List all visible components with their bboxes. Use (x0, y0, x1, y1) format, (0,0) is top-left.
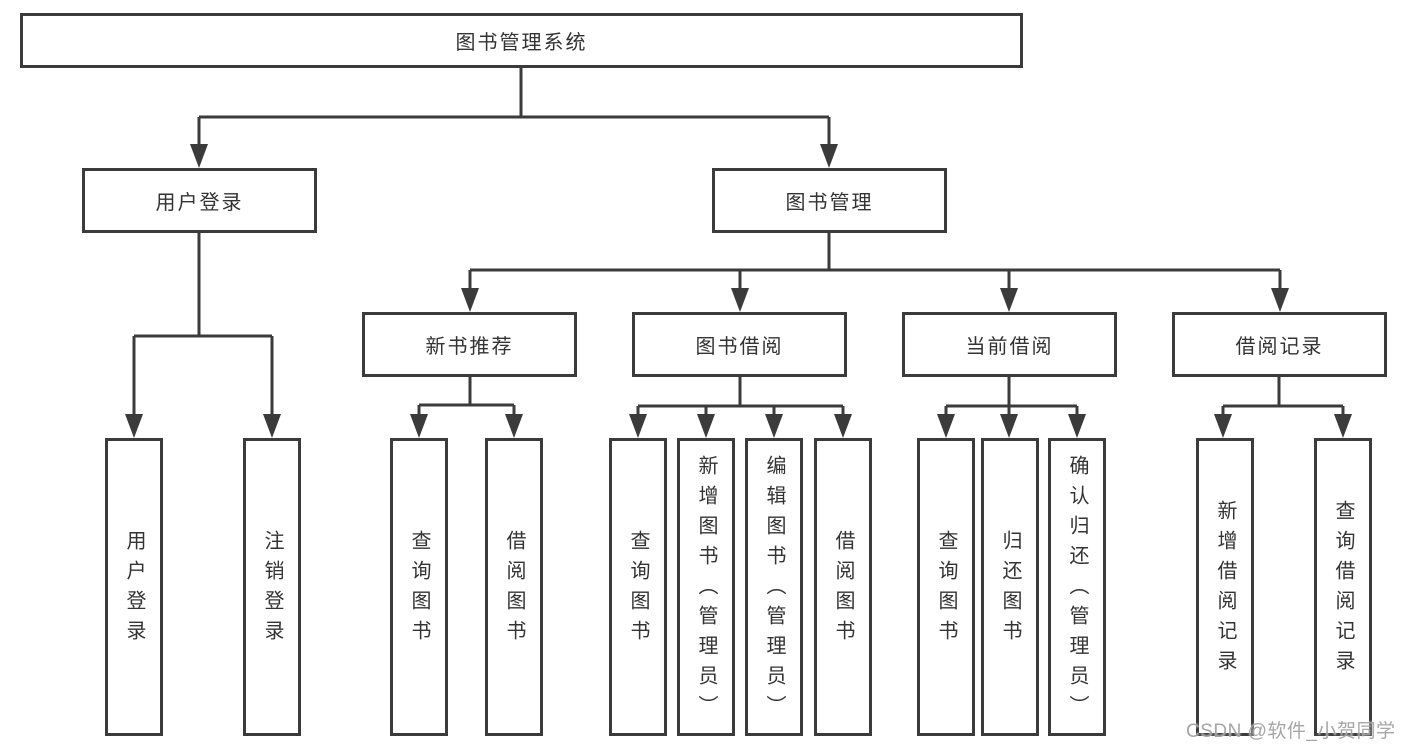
leaf-nb-borrow-book: 借阅图书 (485, 438, 543, 736)
arrowhead-bb-leaf-2 (697, 414, 715, 438)
leaf-br-add-record: 新增借阅记录 (1196, 438, 1254, 736)
leaf-cb-confirm-return-admin: 确认归还（管理员） (1048, 438, 1106, 736)
leaf-bb-edit-book-admin: 编辑图书（管理员） (745, 438, 803, 736)
arrowhead-br-leaf-2 (1334, 414, 1352, 438)
arrowhead-bb-leaf-3 (765, 414, 783, 438)
node-book-management: 图书管理 (712, 168, 947, 233)
leaf-user-login: 用户登录 (105, 438, 163, 736)
node-user-login: 用户登录 (82, 168, 317, 233)
arrowhead-bb-leaf-4 (834, 414, 852, 438)
arrowhead-to-book-borrow (731, 288, 749, 312)
leaf-bb-borrow-book: 借阅图书 (814, 438, 872, 736)
node-new-book-recommend: 新书推荐 (362, 312, 577, 377)
connector-borrow-record-split (1221, 377, 1345, 416)
connector-root-split (197, 68, 831, 146)
arrowhead-cb-leaf-2 (1000, 414, 1018, 438)
leaf-nb-query-book: 查询图书 (390, 438, 448, 736)
connector-current-borrow-split (944, 377, 1079, 416)
leaf-logout: 注销登录 (243, 438, 301, 736)
arrowhead-to-user-login (190, 144, 208, 168)
connector-new-book-split (417, 377, 516, 416)
connector-book-borrow-split (636, 377, 845, 416)
leaf-br-query-record: 查询借阅记录 (1314, 438, 1372, 736)
connector-user-login-split (132, 233, 274, 416)
arrowhead-to-leaf-user-login (125, 414, 143, 438)
leaf-cb-query-book: 查询图书 (917, 438, 975, 736)
node-root-system: 图书管理系统 (20, 13, 1023, 68)
arrowhead-cb-leaf-3 (1068, 414, 1086, 438)
arrowhead-nb-leaf-2 (505, 414, 523, 438)
node-book-borrow: 图书借阅 (632, 312, 847, 377)
node-borrow-record: 借阅记录 (1172, 312, 1387, 377)
arrowhead-to-leaf-logout (263, 414, 281, 438)
connector-book-management-split (468, 233, 1282, 290)
leaf-bb-add-book-admin: 新增图书（管理员） (677, 438, 735, 736)
leaf-cb-return-book: 归还图书 (981, 438, 1039, 736)
arrowhead-bb-leaf-1 (629, 414, 647, 438)
arrowhead-nb-leaf-1 (410, 414, 428, 438)
arrowhead-to-book-management (820, 144, 838, 168)
arrowhead-to-new-book (461, 288, 479, 312)
leaf-bb-query-book: 查询图书 (609, 438, 667, 736)
csdn-watermark: CSDN @软件_小贺同学 (1186, 721, 1396, 742)
node-current-borrow: 当前借阅 (902, 312, 1117, 377)
arrowhead-to-current-borrow (1000, 288, 1018, 312)
arrowhead-to-borrow-record (1271, 288, 1289, 312)
arrowhead-cb-leaf-1 (937, 414, 955, 438)
arrowhead-br-leaf-1 (1214, 414, 1232, 438)
